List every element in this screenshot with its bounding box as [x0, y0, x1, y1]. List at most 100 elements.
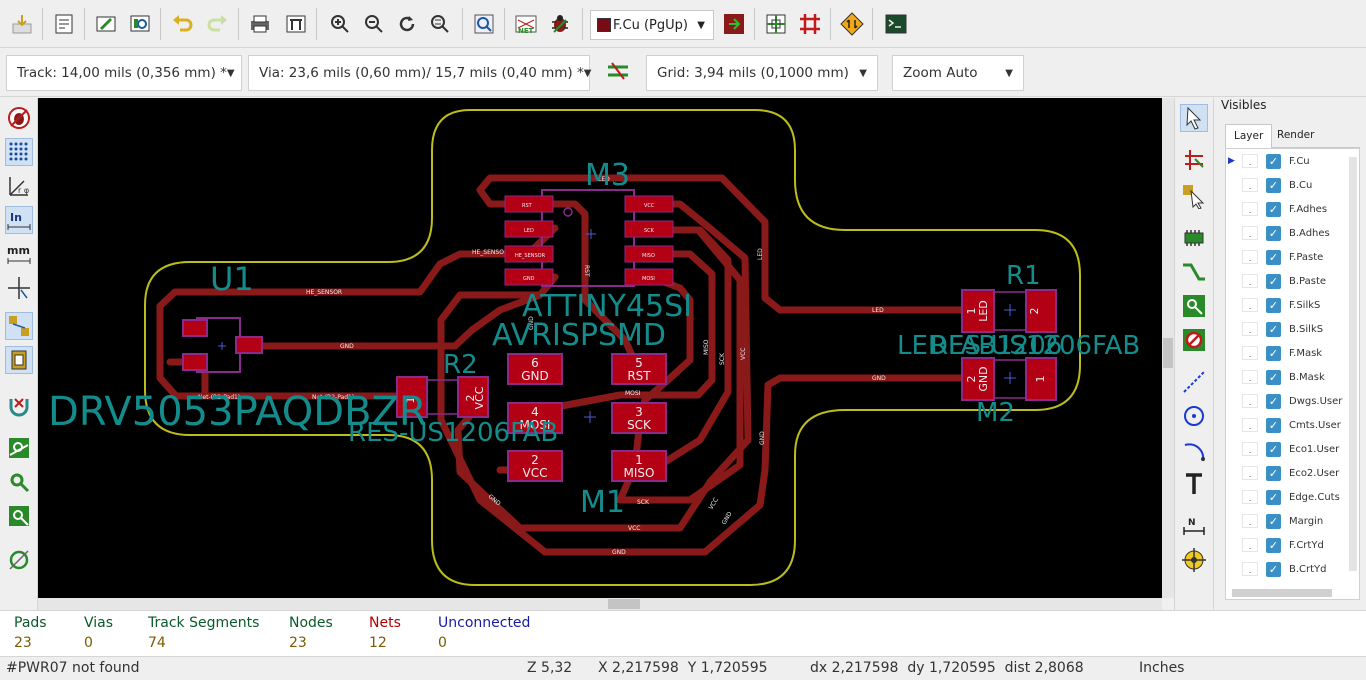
layer-color-swatch[interactable]: .	[1242, 178, 1258, 192]
layer-visibility-checkbox[interactable]: ✓	[1266, 393, 1281, 409]
layer-color-swatch[interactable]: .	[1242, 538, 1258, 552]
layer-row[interactable]: .✓B.Adhes	[1226, 221, 1359, 245]
layer-row[interactable]: .✓F.Paste	[1226, 245, 1359, 269]
layer-row[interactable]: ▶.✓F.Cu	[1226, 149, 1359, 173]
layer-color-swatch[interactable]: .	[1242, 418, 1258, 432]
layer-visibility-checkbox[interactable]: ✓	[1266, 369, 1281, 385]
layer-visibility-checkbox[interactable]: ✓	[1266, 153, 1281, 169]
layer-visibility-checkbox[interactable]: ✓	[1266, 345, 1281, 361]
show-ratsnest-icon[interactable]	[5, 312, 33, 340]
track-width-select[interactable]: Track: 14,00 mils (0,356 mm) * ▼	[6, 55, 242, 91]
add-dimension-icon[interactable]: N	[1180, 512, 1208, 540]
undo-icon[interactable]	[168, 10, 196, 38]
tab-layer[interactable]: Layer	[1225, 124, 1273, 148]
auto-delete-track-icon[interactable]	[5, 392, 33, 420]
layer-row[interactable]: .✓F.Mask	[1226, 341, 1359, 365]
layer-visibility-checkbox[interactable]: ✓	[1266, 273, 1281, 289]
layer-row[interactable]: .✓Cmts.User	[1226, 413, 1359, 437]
layer-row[interactable]: .✓B.Paste	[1226, 269, 1359, 293]
layer-color-swatch[interactable]: .	[1242, 514, 1258, 528]
plot-icon[interactable]	[282, 10, 310, 38]
layer-color-swatch[interactable]: .	[1242, 442, 1258, 456]
auto-route-icon[interactable]	[796, 10, 824, 38]
layer-list-hscrollbar[interactable]	[1232, 589, 1332, 597]
layer-color-swatch[interactable]: .	[1242, 394, 1258, 408]
canvas-horizontal-scrollbar[interactable]	[38, 598, 1162, 610]
module-editor-icon[interactable]	[92, 10, 120, 38]
highlight-net-icon[interactable]	[1180, 146, 1208, 174]
layer-row[interactable]: .✓F.SilkS	[1226, 293, 1359, 317]
layer-color-swatch[interactable]: .	[1242, 466, 1258, 480]
layer-color-swatch[interactable]: .	[1242, 346, 1258, 360]
canvas-vertical-scrollbar[interactable]	[1162, 98, 1174, 598]
print-icon[interactable]	[246, 10, 274, 38]
drc-off-icon[interactable]	[5, 104, 33, 132]
route-track-icon[interactable]	[1180, 258, 1208, 286]
layer-visibility-checkbox[interactable]: ✓	[1266, 489, 1281, 505]
freeroute-icon[interactable]	[838, 10, 866, 38]
layer-visibility-checkbox[interactable]: ✓	[1266, 537, 1281, 553]
layer-selector[interactable]: F.Cu (PgUp) ▼	[590, 10, 714, 40]
keepout-zone-icon[interactable]	[1180, 326, 1208, 354]
layer-row[interactable]: .✓B.Mask	[1226, 365, 1359, 389]
layer-visibility-checkbox[interactable]: ✓	[1266, 465, 1281, 481]
layer-visibility-checkbox[interactable]: ✓	[1266, 177, 1281, 193]
find-icon[interactable]	[470, 10, 498, 38]
netlist-icon[interactable]: NET	[512, 10, 540, 38]
drc-icon[interactable]	[546, 10, 574, 38]
layer-color-swatch[interactable]: .	[1242, 490, 1258, 504]
add-footprint-icon[interactable]	[1180, 224, 1208, 252]
layer-visibility-checkbox[interactable]: ✓	[1266, 417, 1281, 433]
layer-visibility-checkbox[interactable]: ✓	[1266, 249, 1281, 265]
layer-visibility-checkbox[interactable]: ✓	[1266, 201, 1281, 217]
page-settings-icon[interactable]	[50, 10, 78, 38]
layer-color-swatch[interactable]: .	[1242, 154, 1258, 168]
layer-visibility-checkbox[interactable]: ✓	[1266, 441, 1281, 457]
scripting-console-icon[interactable]	[882, 10, 910, 38]
layer-row[interactable]: .✓Edge.Cuts	[1226, 485, 1359, 509]
layer-visibility-checkbox[interactable]: ✓	[1266, 225, 1281, 241]
auto-track-width-icon[interactable]	[604, 57, 632, 85]
layer-color-swatch[interactable]: .	[1242, 250, 1258, 264]
module-ratsnest-icon[interactable]	[5, 346, 33, 374]
scrollbar-thumb[interactable]	[1163, 338, 1173, 368]
polar-coords-icon[interactable]: r φ	[5, 172, 33, 200]
units-inch-button[interactable]: In	[5, 206, 33, 234]
add-line-icon[interactable]	[1180, 368, 1208, 396]
layer-row[interactable]: .✓B.CrtYd	[1226, 557, 1359, 581]
layer-color-swatch[interactable]: .	[1242, 562, 1258, 576]
redo-icon[interactable]	[204, 10, 232, 38]
zoom-in-icon[interactable]	[326, 10, 354, 38]
local-ratsnest-icon[interactable]	[1180, 182, 1208, 210]
add-text-icon[interactable]	[1180, 470, 1208, 498]
layer-visibility-checkbox[interactable]: ✓	[1266, 297, 1281, 313]
add-circle-icon[interactable]	[1180, 402, 1208, 430]
layer-pair-icon[interactable]	[720, 10, 748, 38]
zoom-fit-icon[interactable]	[426, 10, 454, 38]
grid-toggle-icon[interactable]	[5, 138, 33, 166]
via-size-select[interactable]: Via: 23,6 mils (0,60 mm)/ 15,7 mils (0,4…	[248, 55, 591, 91]
show-zones-sketch-icon[interactable]	[5, 502, 33, 530]
layer-color-swatch[interactable]: .	[1242, 202, 1258, 216]
add-zone-icon[interactable]	[1180, 292, 1208, 320]
layer-visibility-checkbox[interactable]: ✓	[1266, 321, 1281, 337]
zoom-select[interactable]: Zoom Auto ▼	[892, 55, 1024, 91]
units-mm-button[interactable]: mm	[5, 240, 33, 268]
redraw-icon[interactable]	[393, 10, 421, 38]
pcb-canvas[interactable]: RST LED HE_SENSOR GND VCC SCK MISO MOSI …	[38, 98, 1162, 598]
show-zones-filled-icon[interactable]	[5, 434, 33, 462]
save-board-icon[interactable]	[8, 10, 36, 38]
high-contrast-icon[interactable]	[5, 546, 33, 574]
layer-row[interactable]: .✓Dwgs.User	[1226, 389, 1359, 413]
layer-color-swatch[interactable]: .	[1242, 298, 1258, 312]
library-browser-icon[interactable]	[126, 10, 154, 38]
layer-color-swatch[interactable]: .	[1242, 226, 1258, 240]
tab-render[interactable]: Render	[1277, 129, 1315, 141]
layer-list-scrollbar[interactable]	[1349, 157, 1357, 571]
layer-visibility-checkbox[interactable]: ✓	[1266, 561, 1281, 577]
select-arrow-icon[interactable]	[1180, 104, 1208, 132]
zoom-out-icon[interactable]	[360, 10, 388, 38]
layer-row[interactable]: .✓Margin	[1226, 509, 1359, 533]
add-arc-icon[interactable]	[1180, 436, 1208, 464]
grid-size-select[interactable]: Grid: 3,94 mils (0,1000 mm) ▼	[646, 55, 878, 91]
